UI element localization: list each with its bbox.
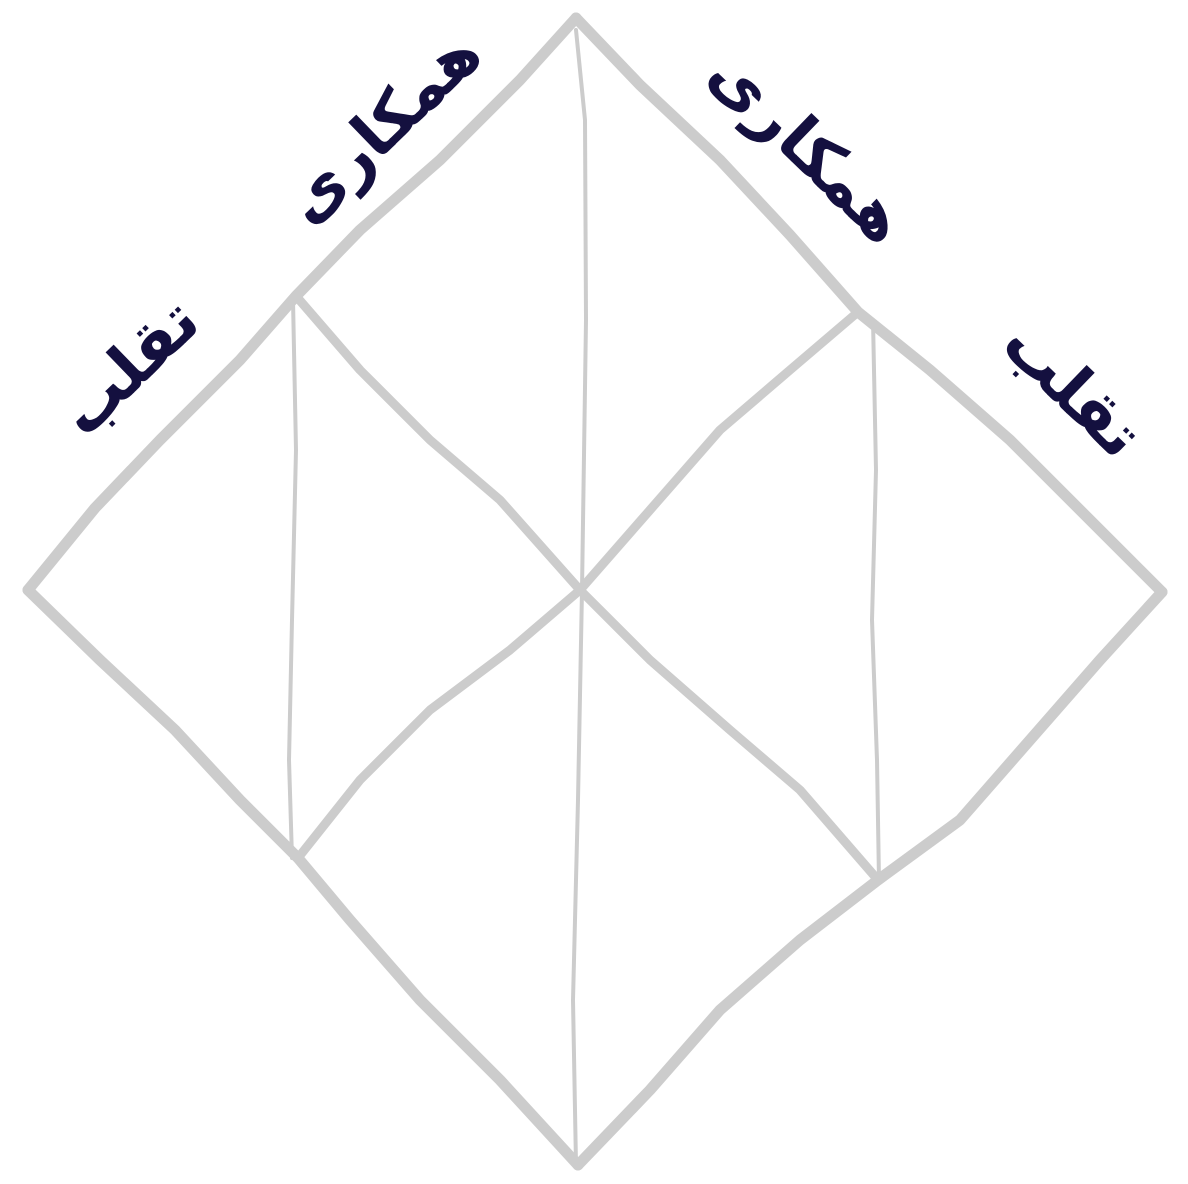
inner-line-upper-left xyxy=(291,291,585,595)
vertical-line-right xyxy=(870,318,881,882)
outer-edge-top-right xyxy=(570,12,1168,598)
inner-cross-lines xyxy=(291,291,883,885)
vertical-line-left xyxy=(287,298,298,860)
inner-line-upper-right xyxy=(575,307,863,595)
vertical-line-center xyxy=(571,28,588,1167)
diamond-outline xyxy=(22,12,1168,1171)
vertical-lines xyxy=(287,28,881,1167)
outer-edge-bottom-left xyxy=(22,584,584,1171)
inner-line-lower-right xyxy=(575,585,883,885)
label-cheat-left: تقلب xyxy=(45,284,214,451)
inner-line-lower-left xyxy=(293,585,585,863)
label-cooperate-right: همکاری xyxy=(694,36,921,259)
edge-labels: همکاری همکاری تقلب تقلب xyxy=(45,16,1157,473)
